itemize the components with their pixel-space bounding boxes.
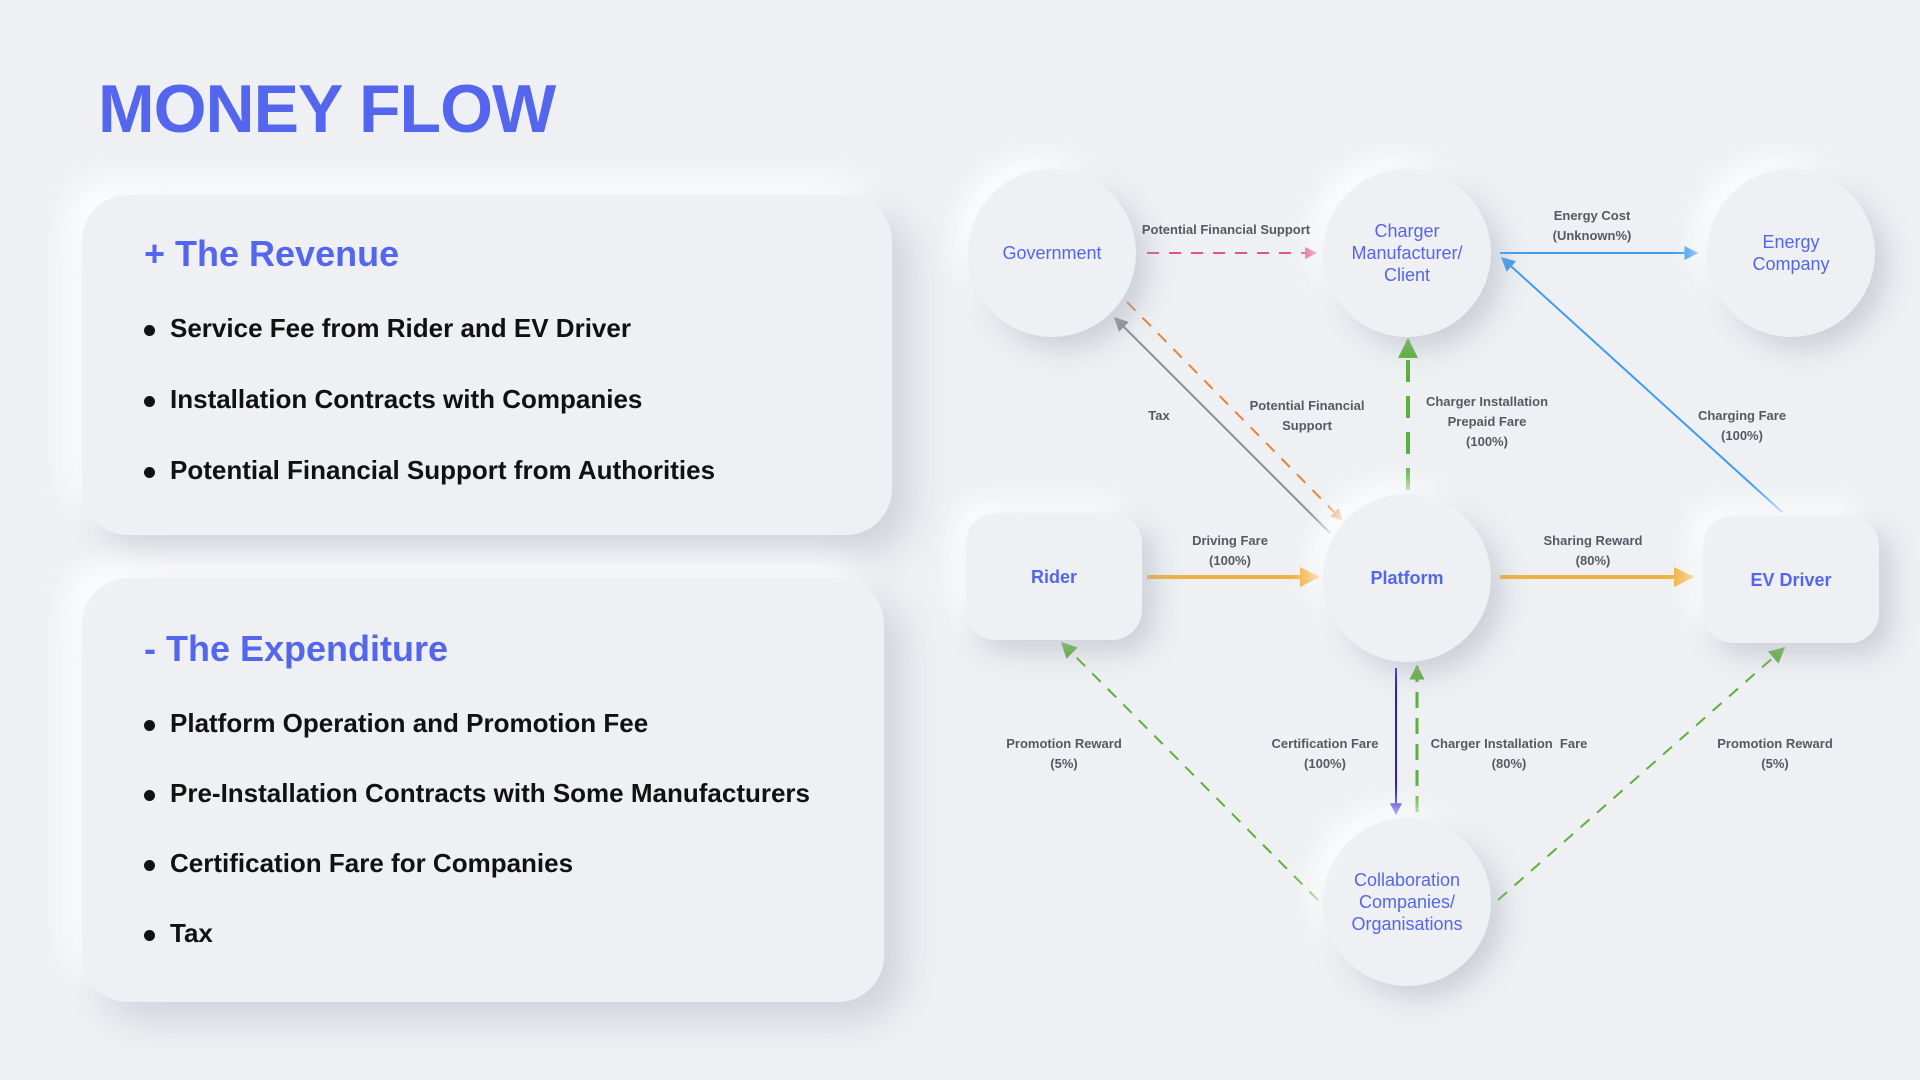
node-rider-label: Rider xyxy=(1030,566,1077,587)
expenditure-item: Platform Operation and Promotion Fee xyxy=(144,708,810,778)
revenue-panel: + The Revenue Service Fee from Rider and… xyxy=(82,195,892,535)
label-driving-fare: Driving Fare (100%) xyxy=(1192,533,1268,568)
node-collaboration: Collaboration Companies/ Organisations xyxy=(1323,818,1491,986)
node-energy-label: Energy Company xyxy=(1752,232,1830,274)
expenditure-list: Platform Operation and Promotion Fee Pre… xyxy=(144,708,810,988)
label-energy-cost: Energy Cost (Unknown%) xyxy=(1552,208,1632,243)
label-promotion-driver: Promotion Reward (5%) xyxy=(1717,736,1833,771)
revenue-heading: + The Revenue xyxy=(144,233,400,274)
revenue-item: Installation Contracts with Companies xyxy=(144,384,715,455)
node-collaboration-label: Collaboration Companies/ Organisations xyxy=(1351,870,1463,934)
expenditure-item: Pre-Installation Contracts with Some Man… xyxy=(144,778,810,848)
node-energy-company: Energy Company xyxy=(1707,169,1875,337)
expenditure-panel: - The Expenditure Platform Operation and… xyxy=(82,578,884,1002)
label-charger-prepaid: Charger Installation Prepaid Fare (100%) xyxy=(1425,394,1549,449)
arrow-driver-to-charger xyxy=(1500,257,1783,513)
node-charger-label: Charger Manufacturer/ Client xyxy=(1351,221,1463,285)
node-ev-driver: EV Driver xyxy=(1703,516,1879,643)
label-gov-support-platform: Potential Financial Support xyxy=(1249,398,1365,433)
expenditure-item: Certification Fare for Companies xyxy=(144,848,810,918)
label-charging-fare: Charging Fare (100%) xyxy=(1697,408,1787,443)
arrow-gov-to-platform xyxy=(1126,301,1343,521)
node-ev-driver-label: EV Driver xyxy=(1750,569,1832,590)
node-rider: Rider xyxy=(966,513,1142,640)
node-platform: Platform xyxy=(1323,494,1491,662)
node-platform-label: Platform xyxy=(1370,568,1444,588)
label-sharing-reward: Sharing Reward (80%) xyxy=(1543,533,1643,568)
revenue-item: Service Fee from Rider and EV Driver xyxy=(144,313,715,384)
label-certification: Certification Fare (100%) xyxy=(1271,736,1379,771)
label-gov-support-charger: Potential Financial Support xyxy=(1141,222,1311,237)
node-government-label: Government xyxy=(1002,243,1102,263)
arrow-platform-to-gov xyxy=(1114,317,1331,534)
label-tax: Tax xyxy=(1148,408,1170,423)
expenditure-heading: - The Expenditure xyxy=(144,628,449,669)
arrow-collab-to-rider xyxy=(1060,641,1319,901)
revenue-item: Potential Financial Support from Authori… xyxy=(144,455,715,526)
node-charger-manufacturer: Charger Manufacturer/ Client xyxy=(1323,169,1491,337)
page-title: MONEY FLOW xyxy=(98,71,556,147)
node-government: Government xyxy=(968,169,1136,337)
revenue-list: Service Fee from Rider and EV Driver Ins… xyxy=(144,313,715,526)
label-promotion-rider: Promotion Reward (5%) xyxy=(1006,736,1122,771)
expenditure-item: Tax xyxy=(144,918,810,988)
arrow-collab-to-driver xyxy=(1497,646,1786,901)
label-charger-install-fare: Charger Installation Fare (80%) xyxy=(1430,736,1588,771)
